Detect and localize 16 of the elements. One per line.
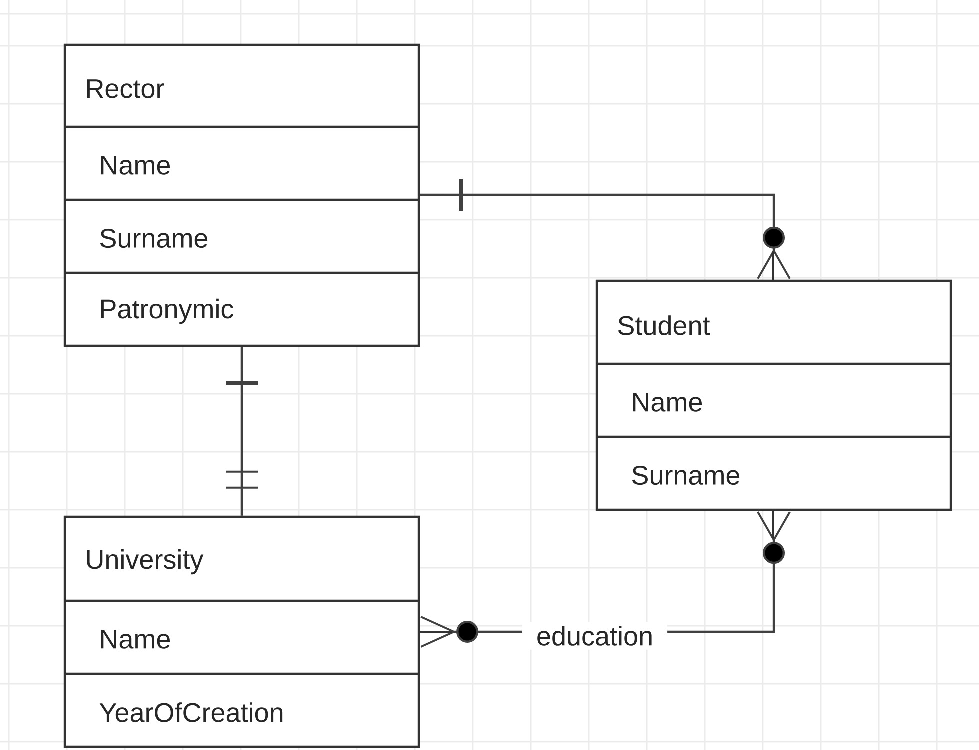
attribute-name: Name [101, 630, 170, 649]
entity-table [64, 44, 420, 348]
edge-label: education [522, 622, 668, 650]
attribute-name: Name [101, 156, 170, 175]
attribute-name: Name [633, 393, 702, 412]
attribute-name: Surname [632, 466, 740, 486]
entity-name: Rector [87, 80, 164, 98]
entity-name: Student [618, 316, 710, 336]
entity-name: University [87, 549, 204, 575]
attribute-name: YearOfCreation [100, 702, 283, 722]
attribute-name: Surname [100, 228, 208, 248]
entity-table [64, 516, 420, 748]
entity-table [596, 280, 952, 512]
relationship-line [226, 347, 258, 516]
relationship-line [420, 179, 791, 281]
attribute-name: Patronymic [101, 298, 234, 324]
